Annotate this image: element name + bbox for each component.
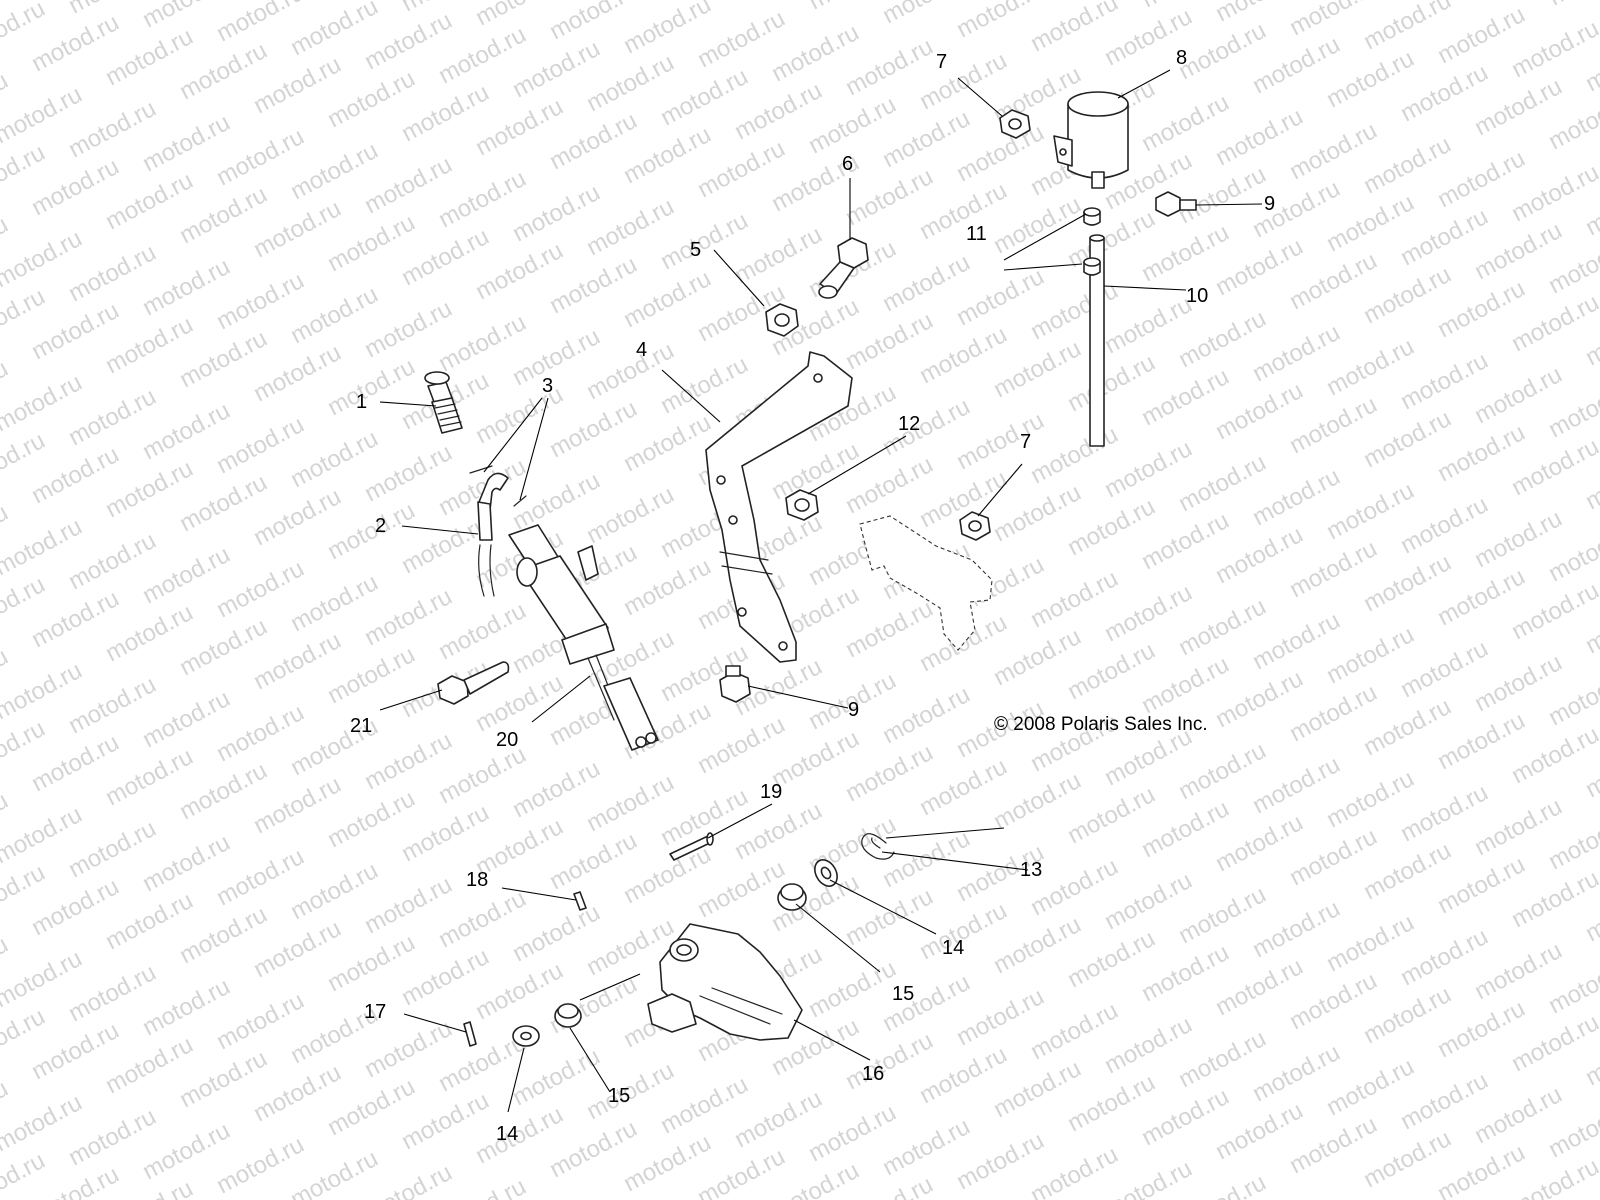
callout-19: 19: [760, 781, 782, 803]
part-14-washer-upper: [814, 859, 838, 887]
callout-18: 18: [466, 869, 488, 891]
part-20-master-cylinder: [508, 524, 659, 751]
part-15-bushing-upper: [777, 883, 807, 911]
callout-7-lower: 7: [1020, 431, 1031, 453]
callout-20: 20: [496, 729, 518, 751]
part-7-nut-top: [999, 109, 1031, 139]
part-16-pedal: [647, 923, 803, 1041]
callout-4: 4: [636, 339, 647, 361]
part-4-bracket: [705, 351, 853, 663]
callout-11: 11: [966, 223, 987, 245]
leader-lines: [379, 69, 1263, 1113]
callout-3: 3: [542, 375, 553, 397]
part-6-bolt: [818, 237, 869, 299]
callout-10: 10: [1186, 285, 1208, 307]
callout-15-upper: 15: [892, 983, 914, 1005]
callout-16: 16: [862, 1063, 884, 1085]
callout-9-lower: 9: [848, 699, 859, 721]
part-14-washer-lower: [512, 1025, 540, 1047]
callout-12: 12: [898, 413, 920, 435]
callout-6: 6: [842, 153, 853, 175]
part-10-rod: [1089, 234, 1105, 447]
part-2-hose: [477, 472, 509, 597]
watermark-text: motod.ru: [1544, 0, 1600, 11]
part-5-nut: [765, 303, 799, 337]
copyright-notice: © 2008 Polaris Sales Inc.: [994, 714, 1208, 735]
part-1-fitting: [424, 371, 463, 434]
part-ghost-bracket: [859, 515, 993, 651]
watermark-text: motod.ru: [0, 1147, 49, 1200]
callout-17: 17: [364, 1001, 386, 1023]
part-8-reservoir: [1053, 91, 1129, 189]
callout-7-top: 7: [936, 51, 947, 73]
callout-1: 1: [356, 391, 367, 413]
callout-numbers: 1 2 3 4 5 6 7 8 9 10 11 12 7 9 13 14 15 …: [350, 47, 1275, 1145]
callout-13: 13: [1020, 859, 1042, 881]
part-9-bolt-lower: [719, 665, 751, 703]
part-12-nut: [785, 489, 819, 521]
part-9-bolt-top: [1155, 191, 1197, 217]
callout-15-lower: 15: [608, 1085, 630, 1107]
callout-21: 21: [350, 715, 372, 737]
part-11-bushings: [1083, 207, 1101, 276]
part-21-bolt: [437, 661, 510, 705]
part-7-nut-lower: [959, 511, 991, 541]
callout-5: 5: [690, 239, 701, 261]
callout-9-top: 9: [1264, 193, 1275, 215]
part-17-cotter-pin: [463, 1021, 477, 1047]
callout-8: 8: [1176, 47, 1187, 69]
callout-14-upper: 14: [942, 937, 964, 959]
part-18-cotter-pin: [573, 891, 587, 911]
part-19-pin: [669, 832, 714, 861]
part-15-bushing-lower: [554, 1003, 582, 1028]
callout-2: 2: [375, 515, 386, 537]
part-13-clip: [861, 833, 895, 860]
callout-14-lower: 14: [496, 1123, 518, 1145]
